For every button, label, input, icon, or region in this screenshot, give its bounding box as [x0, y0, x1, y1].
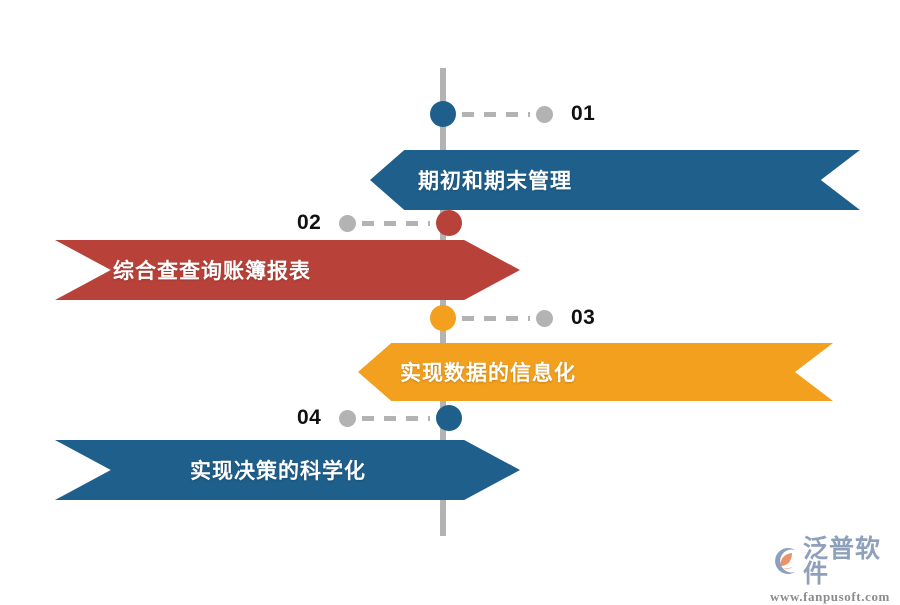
- step-banner-03[interactable]: 实现数据的信息化: [358, 343, 833, 401]
- logo-name: 泛普软件: [803, 534, 882, 588]
- timeline-node-03[interactable]: [430, 305, 456, 331]
- timeline-spine: [440, 68, 446, 536]
- connector-step-02: 02: [297, 208, 463, 238]
- fanpu-circle-logo-icon: [768, 546, 798, 576]
- step-banner-01[interactable]: 期初和期末管理: [370, 150, 860, 210]
- step-label-01: 期初和期末管理: [418, 170, 572, 193]
- timeline-node-02[interactable]: [436, 210, 463, 236]
- leader-end-dot-04: [339, 409, 357, 427]
- step-number-02: 02: [297, 211, 322, 234]
- leader-end-dot-01: [536, 105, 553, 123]
- step-label-03: 实现数据的信息化: [400, 362, 576, 385]
- connector-step-03: 03: [430, 303, 595, 333]
- step-banner-02[interactable]: 综合查查询账簿报表: [55, 240, 520, 300]
- leader-end-dot-02: [339, 214, 357, 232]
- dashed-leader-01: [462, 111, 530, 117]
- dashed-leader-04: [362, 415, 431, 421]
- step-label-04: 实现决策的科学化: [190, 460, 366, 483]
- connector-step-04: 04: [297, 403, 463, 433]
- step-number-03: 03: [571, 306, 596, 329]
- step-banner-04[interactable]: 实现决策的科学化: [55, 440, 520, 500]
- step-number-04: 04: [297, 406, 322, 429]
- logo-url: www.fanpusoft.com: [770, 589, 890, 604]
- dashed-leader-02: [362, 220, 431, 226]
- dashed-leader-03: [462, 315, 530, 321]
- step-number-01: 01: [571, 102, 596, 125]
- brand-logo: 泛普软件 www.fanpusoft.com: [768, 536, 900, 605]
- leader-end-dot-03: [536, 309, 553, 327]
- timeline-node-01[interactable]: [430, 101, 456, 127]
- connector-step-01: 01: [430, 99, 595, 129]
- timeline-node-04[interactable]: [436, 405, 463, 431]
- step-label-02: 综合查查询账簿报表: [113, 260, 311, 283]
- logo-row: 泛普软件: [768, 536, 900, 586]
